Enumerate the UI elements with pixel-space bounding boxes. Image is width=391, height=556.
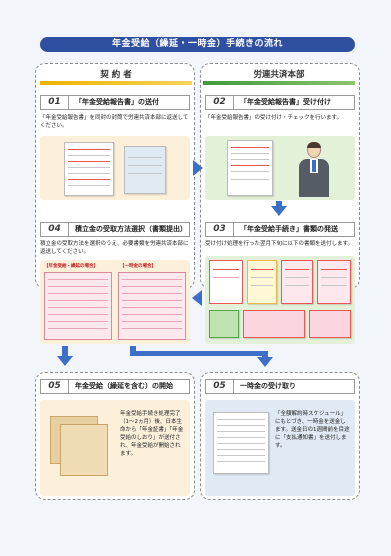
column-label-headquarters: 労連共済本部 [253, 70, 305, 80]
return-envelope-image [124, 146, 166, 194]
column-bar-green [203, 81, 355, 85]
arrow-down-stem-right [262, 351, 268, 359]
tag-ichiji: 【一時金の場合】 [120, 264, 156, 269]
nenkin-form-image [44, 272, 112, 340]
step-number: 02 [206, 95, 234, 110]
page-title: 年金受給（繰延・一時金）手続きの流れ [40, 37, 355, 52]
step-04-description: 積立金の受取方法を選択のうえ、必要書類を労連共済本部に返送してください。 [40, 241, 189, 255]
step-02-illustration [205, 136, 355, 200]
tag-nenkin: 【年金受給・繰延の場合】 [44, 264, 98, 269]
step-label: 積立金の受取方法選択（書類提出） [75, 225, 187, 233]
connector-horizontal [130, 351, 267, 356]
step-label: 「年金受給手続き」書類の発送 [240, 225, 338, 233]
step-number: 01 [41, 95, 69, 110]
received-form-image [227, 140, 273, 196]
step-label: 一時金の受け取り [240, 382, 296, 390]
step-03-description: 受け付け処理を行った翌月下旬に以下の書類を送付します。 [205, 241, 353, 247]
step-05-lump-sum-description: 「全額解約時スケジュール」にもとづき、一時金を送金します。送金日の1週間前を目途… [275, 411, 350, 449]
column-bar-yellow [40, 81, 192, 85]
arrow-down-icon [257, 357, 273, 367]
envelope-red-image [309, 310, 351, 338]
step-05-lump-sum: 05 一時金の受け取り [205, 379, 355, 394]
payment-notice-illustration: 「全額解約時スケジュール」にもとづき、一時金を送金します。送金日の1週間前を目途… [205, 400, 355, 496]
report-form-image [64, 142, 114, 196]
step-04: 04 積立金の受取方法選択（書類提出） [40, 222, 190, 237]
column-header-headquarters: 労連共済本部 [203, 68, 355, 85]
step-number: 05 [41, 379, 69, 394]
payment-notice-image [213, 412, 269, 474]
schedule-sheet-image [247, 260, 277, 304]
step-02-description: 「年金受給報告書」の受け付け・チェックを行います。 [205, 115, 342, 121]
step-label: 年金受給（繰延を含む）の開始 [75, 382, 173, 390]
envelope-green-image [209, 310, 239, 338]
ichiji-form-image [118, 272, 186, 340]
step-04-illustration: 【年金受給・繰延の場合】 【一時金の場合】 [40, 260, 190, 344]
ichiji-form-image [317, 260, 351, 304]
step-01: 01 「年金受給報告書」の送付 [40, 95, 190, 110]
step-number: 03 [206, 222, 234, 237]
column-header-contractor: 契 約 者 [40, 68, 192, 85]
step-03: 03 「年金受給手続き」書類の発送 [205, 222, 355, 237]
arrow-down-stem-left [62, 346, 68, 358]
step-01-description: 「年金受給報告書」を同封の封筒で労連共済本部に返送してください。 [40, 115, 189, 129]
step-03-illustration [205, 256, 355, 344]
step-01-illustration [40, 136, 190, 200]
step-number: 04 [41, 222, 69, 237]
column-label-contractor: 契 約 者 [100, 70, 132, 80]
step-label: 「年金受給報告書」受け付け [240, 98, 331, 106]
envelope-pink-image [243, 310, 305, 338]
arrow-down-icon [271, 206, 287, 216]
pension-certificate-illustration: 年金受給手続き処理完了（1〜2ヵ月）後、日本生命から「年金証書」「年金受給のしお… [40, 400, 190, 496]
arrow-left-icon [192, 290, 202, 306]
guide-booklet-image [209, 260, 243, 304]
arrow-down-stem [276, 201, 282, 207]
step-number: 05 [206, 379, 234, 394]
step-05-pension: 05 年金受給（繰延を含む）の開始 [40, 379, 190, 394]
arrow-right-icon [193, 160, 203, 176]
step-label: 「年金受給報告書」の送付 [75, 98, 159, 106]
arrow-down-icon [57, 356, 73, 366]
step-02: 02 「年金受給報告書」受け付け [205, 95, 355, 110]
nenkin-form-image [281, 260, 313, 304]
staff-person-icon [295, 142, 333, 198]
connector-horizontal [130, 346, 136, 352]
pension-certificate-image [60, 424, 108, 476]
step-05-pension-description: 年金受給手続き処理完了（1〜2ヵ月）後、日本生命から「年金証書」「年金受給のしお… [120, 411, 184, 457]
